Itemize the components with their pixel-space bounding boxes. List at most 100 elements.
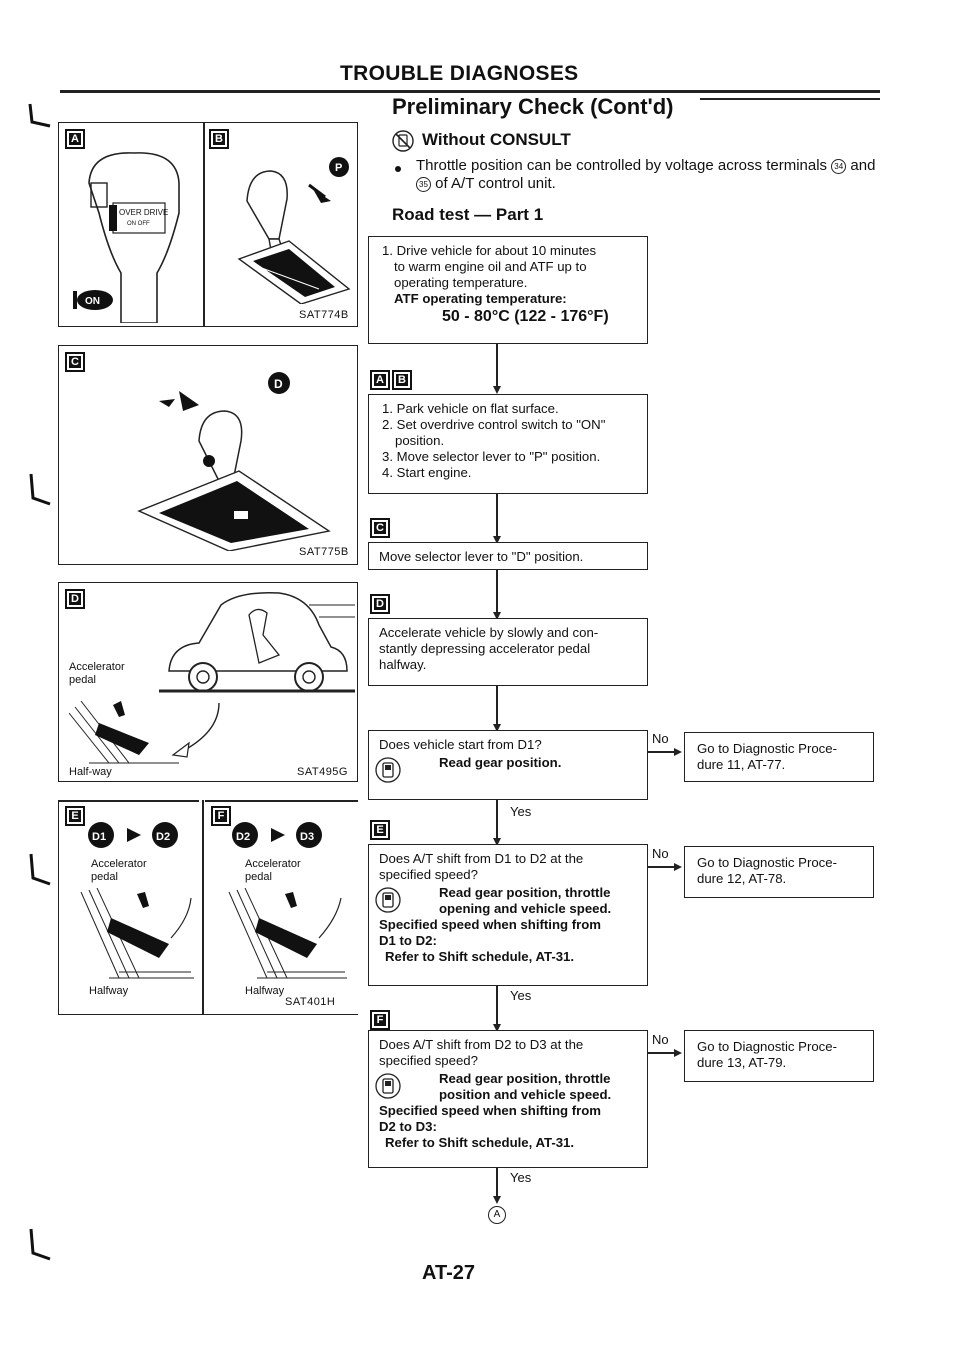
step7-s1: Specified speed when shifting from: [379, 1103, 602, 1118]
e-halfway-label: Halfway: [89, 985, 129, 997]
step-check-shift-d1-d2: Does A/T shift from D1 to D2 at the spec…: [368, 844, 648, 986]
figure-tag-c: C: [65, 352, 85, 372]
no-label-1: No: [652, 731, 669, 746]
binder-mark-4: [29, 1228, 51, 1261]
step6-c1: Read gear position, throttle: [439, 885, 611, 900]
goto-procedure-13: Go to Diagnostic Proce- dure 13, AT-79.: [684, 1030, 874, 1082]
step1-line1: 1. Drive vehicle for about 10 minutes: [382, 243, 597, 258]
step6-c2: opening and vehicle speed.: [439, 901, 612, 916]
step3-line1: Move selector lever to "D" position.: [379, 549, 584, 564]
figure-panel-ab: A B OVER DRIVE ON OFF ON P SAT774B: [58, 122, 358, 327]
section-title: Preliminary Check (Cont'd): [392, 94, 674, 119]
step5-check: Read gear position.: [439, 755, 562, 770]
arrow-3: [493, 612, 501, 620]
arrow-7: [493, 1196, 501, 1204]
step1-line3: operating temperature.: [394, 275, 528, 290]
f-pedal-illustration: [228, 888, 347, 979]
step-check-shift-d2-d3: Does A/T shift from D2 to D3 at the spec…: [368, 1030, 648, 1168]
figure-tag-a: A: [65, 129, 85, 149]
f-accelerator-pedal-label: Accelerator pedal: [245, 858, 301, 883]
step7-c1: Read gear position, throttle: [439, 1071, 611, 1086]
step-check-start-d1: Does vehicle start from D1? Read gear po…: [368, 730, 648, 800]
half-way-pedal-illustration: [69, 700, 220, 764]
flow-tag-a: A: [370, 370, 390, 390]
step6-s1: Specified speed when shifting from: [379, 917, 602, 932]
shift-d1-d2-icon: D1 D2: [88, 822, 178, 848]
e-to-gear: D2: [156, 831, 170, 843]
step7-s2: D2 to D3:: [379, 1119, 437, 1134]
goto-procedure-11: Go to Diagnostic Proce- dure 11, AT-77.: [684, 732, 874, 782]
connector-4: [496, 686, 498, 726]
yes-label-2: Yes: [510, 988, 532, 1003]
od-sublabel: ON OFF: [127, 221, 150, 227]
binder-mark-1: [28, 103, 51, 128]
consult-check-icon-2: [375, 887, 401, 913]
flow-tag-e: E: [370, 820, 390, 840]
yes-label-1: Yes: [510, 804, 532, 819]
step-park-vehicle: 1. Park vehicle on flat surface. 2. Set …: [368, 394, 648, 494]
go2-line2: dure 12, AT-78.: [697, 871, 787, 886]
yes-label-3: Yes: [510, 1170, 532, 1185]
panel-divider: [203, 123, 205, 326]
figure-code-sat774b: SAT774B: [299, 309, 349, 321]
step1-line2: to warm engine oil and ATF up to: [394, 259, 587, 274]
binder-mark-3: [29, 853, 51, 886]
shift-d2-d3-icon: D2 D3: [232, 822, 322, 848]
arrow-1: [493, 386, 501, 394]
consult-off-icon: [392, 130, 414, 152]
panel-ef-divider: [202, 800, 204, 1014]
binder-mark-2: [29, 473, 51, 506]
accelerator-pedal-label: Accelerator pedal: [69, 661, 125, 686]
flow-tag-f: F: [370, 1010, 390, 1030]
step7-s3: Refer to Shift schedule, AT-31.: [385, 1135, 575, 1150]
arrow-4: [493, 724, 501, 732]
connector-5: [496, 800, 498, 840]
e-accelerator-pedal-label: Accelerator pedal: [91, 858, 147, 883]
step4-line3: halfway.: [379, 657, 427, 672]
page-title: TROUBLE DIAGNOSES: [340, 62, 579, 85]
step6-q2: specified speed?: [379, 867, 478, 882]
no-arrow-2: [674, 863, 682, 871]
shift-lever-knob-illustration: OVER DRIVE ON OFF ON: [73, 152, 180, 323]
flow-tag-d: D: [370, 594, 390, 614]
no-arrow-1: [674, 748, 682, 756]
connector-7: [496, 1168, 498, 1198]
step5-question: Does vehicle start from D1?: [379, 737, 542, 752]
figure-code-sat401h: SAT401H: [285, 996, 336, 1008]
step1-line4: ATF operating temperature:: [394, 291, 567, 306]
figure-code-sat775b: SAT775B: [299, 546, 349, 558]
selector-lever-drive-illustration: D: [137, 372, 331, 551]
step4-line2: stantly depressing accelerator pedal: [379, 641, 591, 656]
connector-3: [496, 570, 498, 614]
intro-bullet-dot: [395, 166, 401, 172]
p-position-badge: P: [335, 162, 342, 174]
figure-panel-ef: E F D1 D2 D2 D3 Accelerator pedal Accele…: [58, 800, 358, 1015]
step6-s2: D1 to D2:: [379, 933, 437, 948]
step4-line1: Accelerate vehicle by slowly and con-: [379, 625, 599, 640]
road-test-heading: Road test — Part 1: [392, 205, 544, 224]
go1-line1: Go to Diagnostic Proce-: [697, 741, 837, 756]
figure-tag-d: D: [65, 589, 85, 609]
page-number: AT-27: [422, 1262, 475, 1284]
selector-lever-park-illustration: P: [237, 157, 351, 304]
figure-panel-c: C D SAT775B: [58, 345, 358, 565]
intro-tail: of A/T control unit.: [435, 175, 556, 192]
consult-check-icon-3: [375, 1073, 401, 1099]
half-way-label: Half-way: [69, 766, 112, 778]
f-halfway-label: Halfway: [245, 985, 285, 997]
no-arrow-3: [674, 1049, 682, 1057]
step7-q2: specified speed?: [379, 1053, 478, 1068]
panel-ef-top-right: [205, 800, 358, 802]
intro-heading: Without CONSULT: [422, 130, 571, 149]
goto-procedure-12: Go to Diagnostic Proce- dure 12, AT-78.: [684, 846, 874, 898]
on-button-label: ON: [85, 296, 100, 307]
step1-line5: 50 - 80°C (122 - 176°F): [442, 308, 609, 325]
step-accelerate: Accelerate vehicle by slowly and con- st…: [368, 618, 648, 686]
panel-ef-top-left: [59, 800, 199, 802]
connector-2: [496, 494, 498, 538]
subtitle-rule: [700, 98, 880, 100]
step7-c2: position and vehicle speed.: [439, 1087, 612, 1102]
step2-line3: position.: [395, 433, 445, 448]
terminal-35: 35: [416, 176, 431, 192]
step-warm-up: 1. Drive vehicle for about 10 minutes to…: [368, 236, 648, 344]
